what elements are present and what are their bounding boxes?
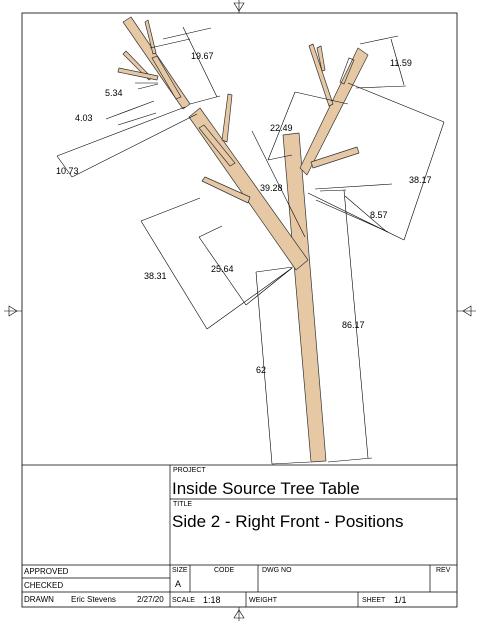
title-label: TITLE [173,501,193,508]
dim-38-31: 38.31 [144,271,167,281]
sheet-label: SHEET [362,597,386,604]
tree-pieces [117,16,369,463]
sheet-border [21,12,458,608]
right-branch-twig [310,146,360,169]
right-branch-top-twig-b [316,45,326,72]
dim-19-67: 19.67 [191,51,214,61]
dim-8-57: 8.57 [370,210,388,220]
size-label: SIZE [172,567,188,574]
upper-left-twig-a [144,19,157,55]
right-branch [299,47,369,176]
dim-5-34: 5.34 [105,88,123,98]
drawn-by: Eric Stevens [71,595,116,604]
dim-11-59: 11.59 [390,58,412,68]
drawn-date: 2/27/20 [137,595,164,604]
scale-value: 1:18 [203,595,221,605]
scale-label: SCALE [172,597,195,604]
dimension-lines [56,26,445,465]
drawing-title: Side 2 - Right Front - Positions [172,512,404,531]
left-branch [188,107,309,271]
left-branch-twig [201,176,251,204]
upper-left-twig-c [117,67,159,81]
project-name: Inside Source Tree Table [172,479,360,498]
dimension-labels: 19.67 5.34 4.03 10.73 11.59 22.49 39.28 … [56,51,432,375]
rev-label: REV [436,567,451,574]
dim-38-17: 38.17 [409,175,432,185]
centering-marks [4,0,476,621]
weight-label: WEIGHT [249,597,277,604]
left-branch-top-twig [221,93,233,143]
dim-22-49: 22.49 [270,123,293,133]
size-value: A [175,579,182,589]
right-branch-top-twig-a [308,43,334,107]
dim-25-64: 25.64 [211,264,234,274]
dim-4-03: 4.03 [75,113,93,123]
project-label: PROJECT [173,467,206,474]
checked-label: CHECKED [24,581,64,590]
slots [151,55,355,167]
dim-10-73: 10.73 [56,166,79,176]
sheet-value: 1/1 [394,595,407,605]
dim-62: 62 [256,365,266,375]
code-label: CODE [214,567,235,574]
approved-label: APPROVED [24,567,69,576]
dwg-no-label: DWG NO [262,567,292,574]
trunk [282,132,327,463]
dim-39-28: 39.28 [260,183,283,193]
title-block-lines [22,464,457,607]
dim-86-17: 86.17 [342,320,365,330]
drawn-label: DRAWN [24,595,54,604]
